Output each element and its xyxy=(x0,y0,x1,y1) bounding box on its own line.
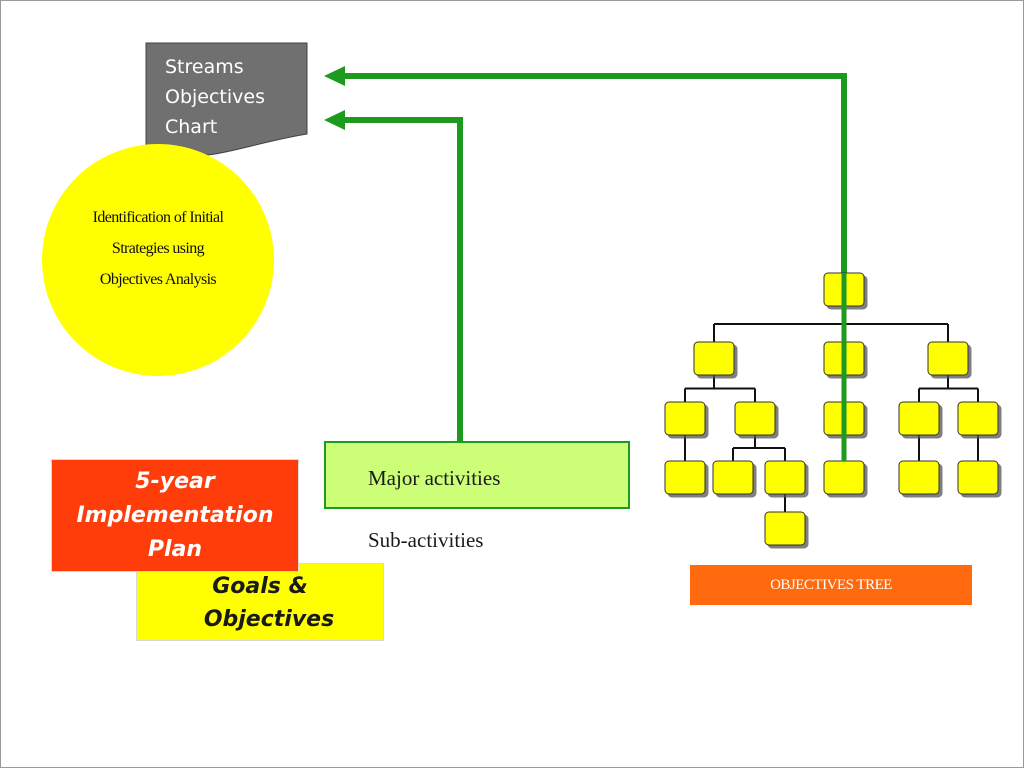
sub-activities-label: Sub-activities xyxy=(368,528,484,552)
circle-line: Identification of Initial xyxy=(92,209,224,226)
five-year-plan-box: 5-year Implementation Plan xyxy=(52,460,298,571)
tree-node xyxy=(764,460,806,495)
major-activities-box xyxy=(324,441,630,509)
identification-circle-label: Identification of Initial Strategies usi… xyxy=(60,202,256,295)
identification-circle xyxy=(42,144,274,376)
arrow-lower-path xyxy=(340,117,463,441)
plan-line: 5-year xyxy=(135,468,215,494)
arrow-lower-head xyxy=(324,110,345,130)
doc-line: Streams xyxy=(165,56,244,78)
major-activities-label: Major activities xyxy=(368,466,501,490)
objectives-tree-nodes xyxy=(664,272,999,546)
tree-node xyxy=(898,401,940,436)
tree-node xyxy=(957,401,999,436)
tree-node xyxy=(664,401,706,436)
goals-line: Goals & xyxy=(212,574,308,599)
objectives-tree-label: OBJECTIVES TREE xyxy=(690,565,972,605)
tree-node xyxy=(664,460,706,495)
doc-line: Chart xyxy=(165,116,218,138)
tree-node xyxy=(898,460,940,495)
circle-line: Strategies using xyxy=(111,240,205,257)
plan-line: Implementation xyxy=(76,502,274,528)
tree-node xyxy=(693,341,735,376)
doc-line: Objectives xyxy=(165,86,265,108)
tree-node xyxy=(927,341,969,376)
tree-node xyxy=(957,460,999,495)
goals-objectives-box: Goals & Objectives xyxy=(137,564,383,640)
tree-node xyxy=(823,460,865,495)
tree-node xyxy=(734,401,776,436)
plan-line: Plan xyxy=(147,536,203,562)
tree-node xyxy=(764,511,806,546)
arrows-group xyxy=(324,66,847,441)
goals-line: Objectives xyxy=(203,607,335,632)
tree-node xyxy=(712,460,754,495)
arrow-upper-head xyxy=(324,66,345,86)
circle-line: Objectives Analysis xyxy=(99,271,217,288)
streams-objectives-chart-label: Streams Objectives Chart xyxy=(165,52,305,142)
